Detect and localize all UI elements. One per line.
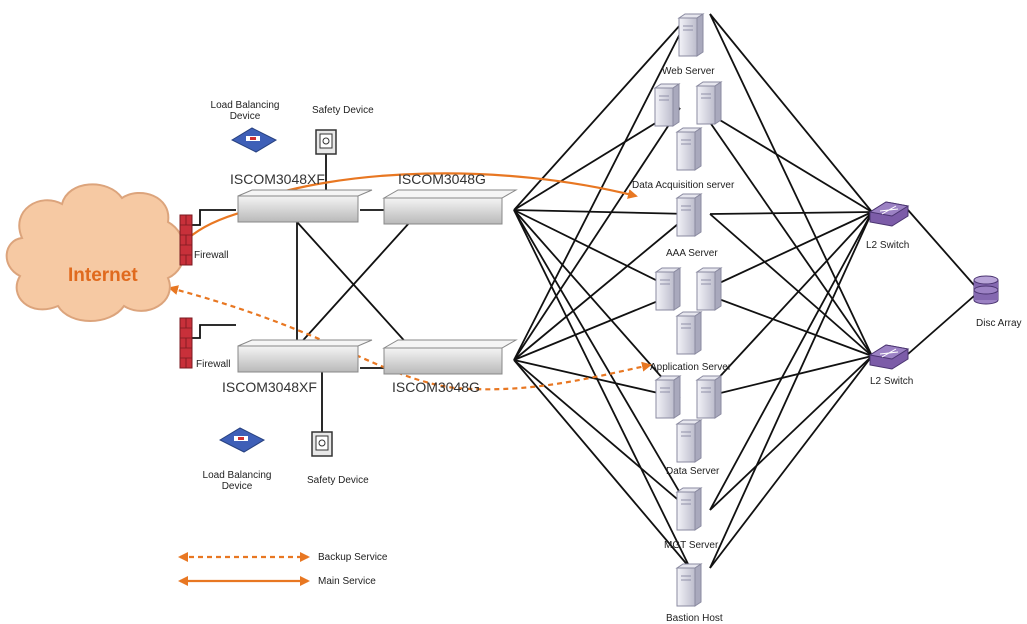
application-server-label: Application Server (650, 362, 732, 373)
application-server-icon-3 (675, 311, 703, 355)
l2-switch-bottom-label: L2 Switch (870, 376, 914, 387)
data-server-icon-3 (675, 419, 703, 463)
legend-backup-label: Backup Service (318, 552, 388, 563)
safety-device-top-label: Safety Device (312, 105, 374, 116)
backup-service-arrow (168, 285, 652, 391)
load-balancer-bottom-icon (218, 427, 266, 453)
switch-xf-top-label: ISCOM3048XF (230, 171, 325, 187)
l2-switch-top-label: L2 Switch (866, 240, 910, 251)
web-server-icon (677, 13, 705, 57)
bastion-host-icon (675, 563, 703, 607)
internet-label: Internet (68, 265, 138, 286)
legend-main-label: Main Service (318, 576, 376, 587)
safety-device-top-icon (315, 129, 337, 155)
server-mesh-links (513, 13, 975, 569)
firewall-top-label: Firewall (194, 250, 229, 261)
disc-array-label: Disc Array (976, 318, 1022, 329)
mgt-server-icon (675, 487, 703, 531)
aaa-server-label: AAA Server (666, 248, 718, 259)
aaa-server-icon (675, 193, 703, 237)
l2-switch-bottom-icon (868, 344, 910, 370)
switch-g-top-label: ISCOM3048G (398, 171, 486, 187)
switch-xf-bottom-label: ISCOM3048XF (222, 379, 317, 395)
load-balancer-bottom-label: Load Balancing Device (202, 470, 272, 492)
switch-g-bottom-label: ISCOM3048G (392, 379, 480, 395)
firewall-top-icon (179, 214, 193, 266)
switch-xf-top (237, 189, 373, 223)
application-server-icon-1 (654, 267, 682, 311)
data-server-label: Data Server (666, 466, 720, 477)
data-acquisition-server-icon-2 (695, 81, 723, 125)
data-server-icon-2 (695, 375, 723, 419)
data-acquisition-server-label: Data Acquisition server (632, 180, 735, 191)
load-balancer-top-label: Load Balancing Device (210, 100, 280, 122)
internet-cloud (5, 183, 186, 322)
server-icons (653, 13, 723, 607)
switch-g-top (382, 189, 518, 225)
data-acquisition-server-icon-3 (675, 127, 703, 171)
safety-device-bottom-label: Safety Device (307, 475, 369, 486)
safety-device-bottom-icon (311, 431, 333, 457)
data-acquisition-server-icon-1 (653, 83, 681, 127)
legend (178, 552, 310, 586)
disc-array-icon (973, 275, 999, 305)
l2-switch-top-icon (868, 201, 910, 227)
switch-g-bottom (382, 339, 518, 375)
link-firewall-top (192, 209, 236, 226)
application-server-icon-2 (695, 267, 723, 311)
bastion-host-label: Bastion Host (666, 613, 723, 624)
switch-xf-bottom (237, 339, 373, 373)
firewall-bottom-icon (179, 317, 193, 369)
web-server-label: Web Server (662, 66, 715, 77)
load-balancer-top-icon (230, 127, 278, 153)
link-firewall-bottom (192, 324, 236, 339)
data-server-icon-1 (654, 375, 682, 419)
firewall-bottom-label: Firewall (196, 359, 231, 370)
mgt-server-label: MGT Server (664, 540, 719, 551)
